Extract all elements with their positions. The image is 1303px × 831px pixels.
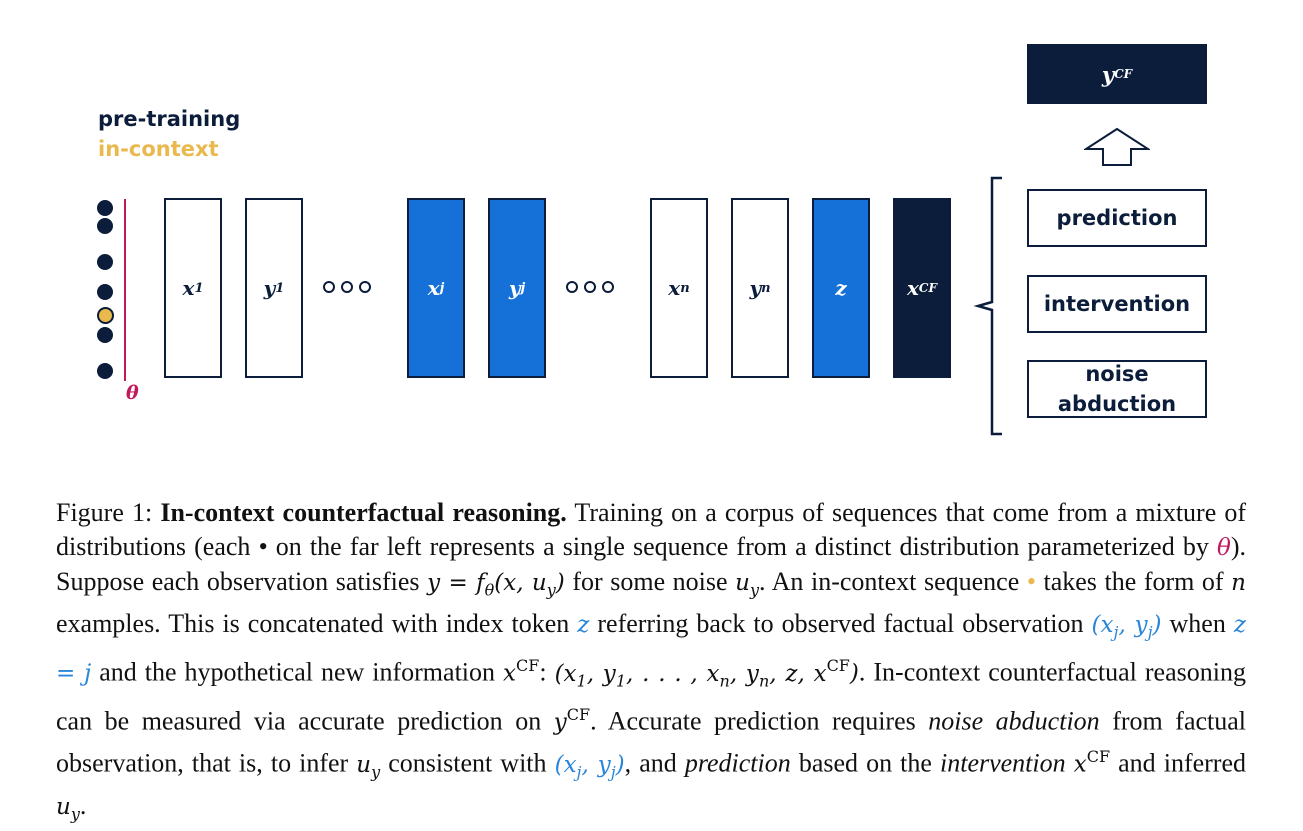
figure-caption: Figure 1: In-context counterfactual reas…	[56, 498, 1247, 824]
sequence-dot	[97, 327, 113, 343]
token-z: z	[812, 198, 870, 378]
legend-incontext: in-context	[98, 137, 219, 161]
theta-line	[124, 199, 126, 381]
up-arrow-icon	[1084, 127, 1150, 166]
ellipsis-circles	[323, 281, 371, 293]
brace-icon	[973, 176, 1002, 436]
stage-prediction: prediction	[1027, 189, 1207, 247]
sequence-dot	[97, 200, 113, 216]
stage-abduction: noise abduction	[1027, 360, 1207, 418]
sequence-dot	[97, 218, 113, 234]
stage-intervention: intervention	[1027, 275, 1207, 333]
sequence-dot	[97, 254, 113, 270]
legend-pretraining: pre-training	[98, 107, 241, 131]
ellipsis-circles	[566, 281, 614, 293]
sequence-dot	[97, 284, 113, 300]
sequence-dot	[97, 363, 113, 379]
incontext-dot	[97, 307, 114, 324]
theta-label: θ	[126, 382, 139, 404]
